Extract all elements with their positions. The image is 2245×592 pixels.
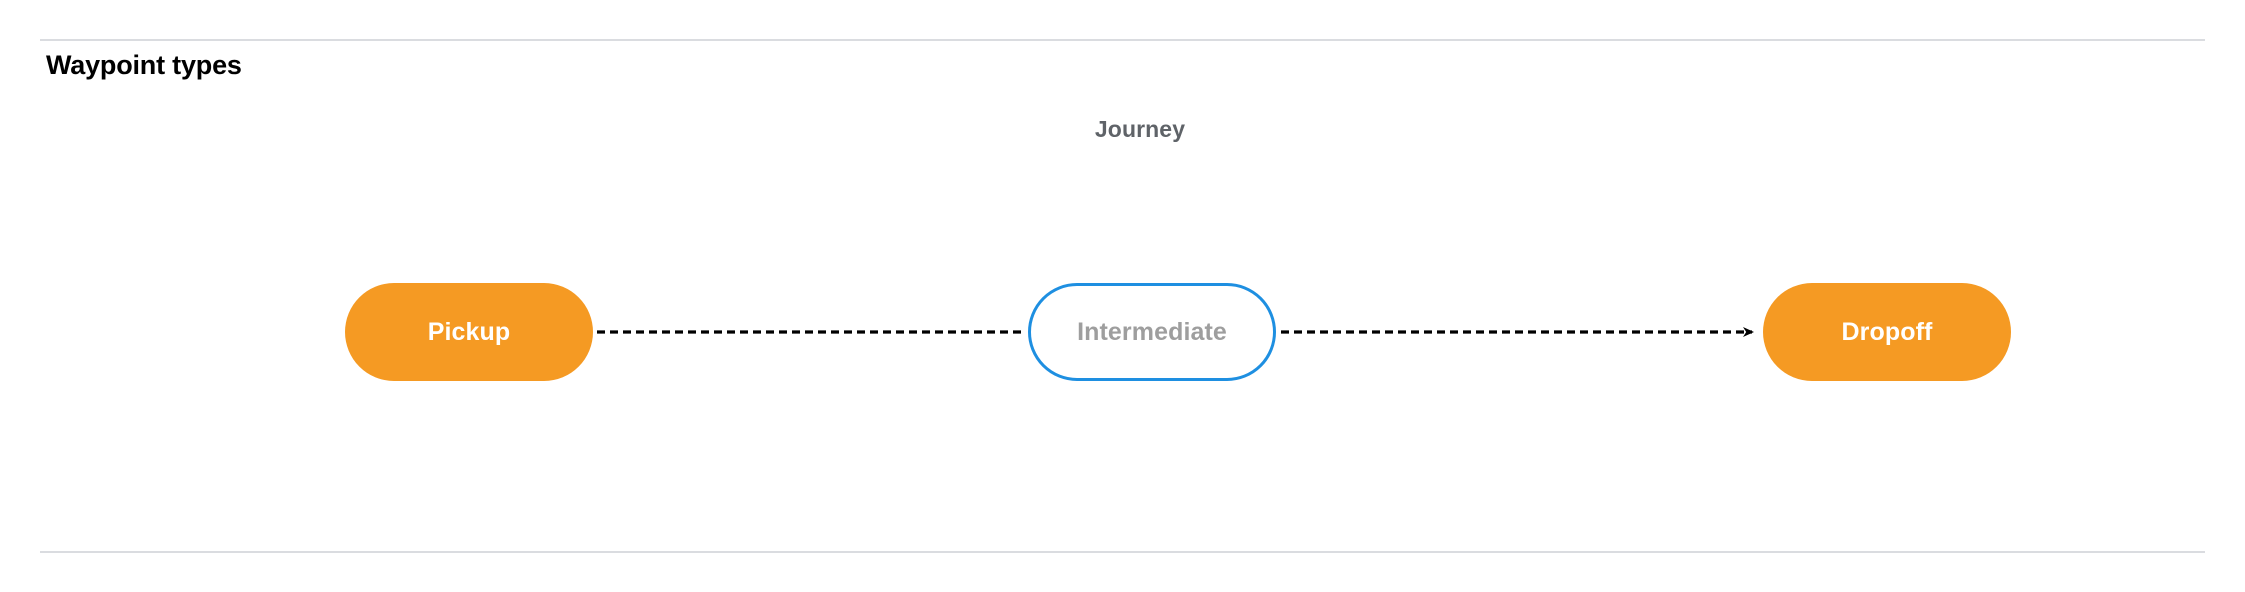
- section-divider-bottom: [40, 551, 2205, 553]
- waypoint-node-intermediate-label: Intermediate: [1077, 317, 1227, 346]
- section-divider-top: [40, 39, 2205, 41]
- page-title: Waypoint types: [46, 50, 242, 80]
- diagram-caption: Journey: [1094, 116, 1186, 142]
- waypoint-node-dropoff-label: Dropoff: [1841, 317, 1933, 346]
- waypoint-node-pickup-label: Pickup: [427, 317, 511, 346]
- waypoint-node-pickup[interactable]: Pickup: [345, 283, 593, 381]
- waypoint-node-dropoff[interactable]: Dropoff: [1763, 283, 2011, 381]
- waypoint-node-intermediate[interactable]: Intermediate: [1028, 283, 1276, 381]
